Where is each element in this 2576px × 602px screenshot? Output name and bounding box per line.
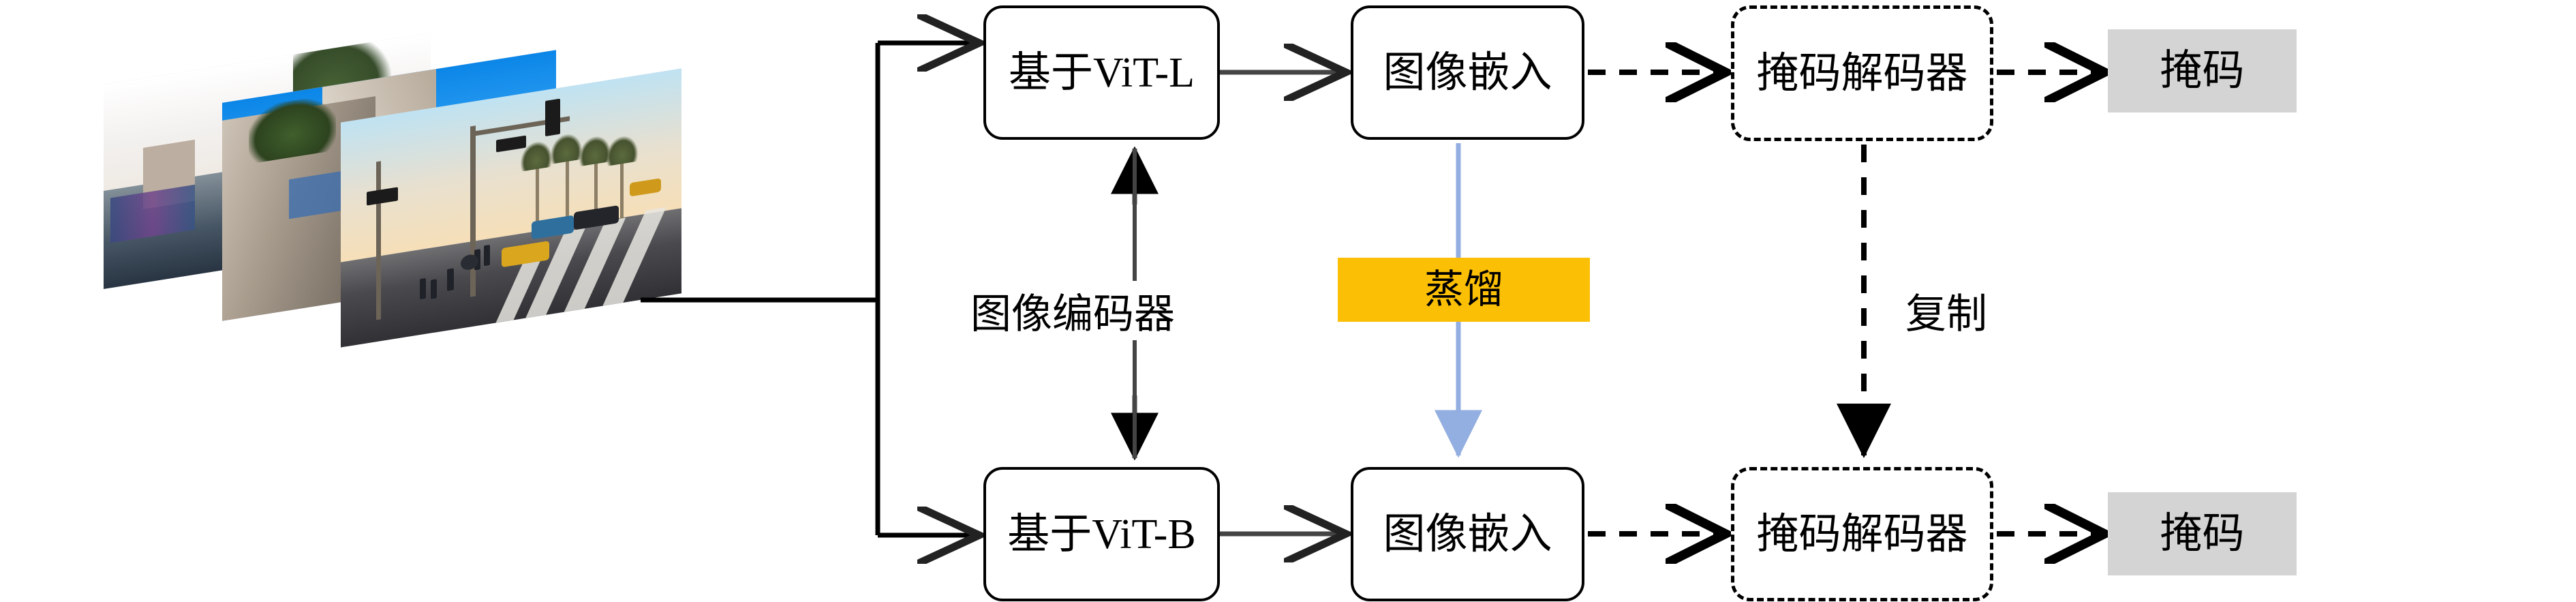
traffic-light-gantry <box>545 98 560 137</box>
pedestrian <box>420 277 426 300</box>
node-student-mask-output-label: 掩码 <box>2160 511 2245 557</box>
palm-crown <box>551 132 582 164</box>
node-teacher-mask-output-label: 掩码 <box>2160 48 2245 94</box>
pedestrian <box>484 244 490 267</box>
palm-crown <box>607 134 638 166</box>
node-teacher-embedding-label: 图像嵌入 <box>1383 49 1552 96</box>
traffic-pole-mid <box>470 125 476 297</box>
label-copy-text: 复制 <box>1905 292 1987 337</box>
node-student-embedding[interactable]: 图像嵌入 <box>1351 467 1584 601</box>
input-fork-wire <box>641 43 975 535</box>
node-student-encoder-label: 基于ViT-B <box>1007 511 1196 558</box>
label-image-encoder-text: 图像编码器 <box>970 292 1175 337</box>
label-image-encoder: 图像编码器 <box>966 281 1179 340</box>
node-student-mask-output[interactable]: 掩码 <box>2108 492 2297 575</box>
traffic-pole-left <box>376 161 381 320</box>
node-student-mask-decoder-label: 掩码解码器 <box>1756 511 1968 558</box>
node-student-encoder[interactable]: 基于ViT-B <box>983 467 1220 601</box>
node-distillation-label: 蒸馏 <box>1424 267 1503 312</box>
node-teacher-encoder[interactable]: 基于ViT-L <box>983 5 1220 140</box>
pedestrian <box>447 268 454 291</box>
node-teacher-encoder-label: 基于ViT-L <box>1009 49 1195 96</box>
node-teacher-embedding[interactable]: 图像嵌入 <box>1351 5 1584 140</box>
node-student-mask-decoder[interactable]: 掩码解码器 <box>1731 467 1993 601</box>
label-copy: 复制 <box>1901 281 1991 340</box>
node-teacher-mask-decoder[interactable]: 掩码解码器 <box>1731 5 1993 141</box>
node-teacher-mask-output[interactable]: 掩码 <box>2108 29 2297 112</box>
node-teacher-mask-decoder-label: 掩码解码器 <box>1756 50 1968 97</box>
node-distillation[interactable]: 蒸馏 <box>1338 258 1590 322</box>
pedestrian <box>431 279 437 299</box>
node-student-embedding-label: 图像嵌入 <box>1383 511 1552 558</box>
palm-crown <box>521 139 552 172</box>
